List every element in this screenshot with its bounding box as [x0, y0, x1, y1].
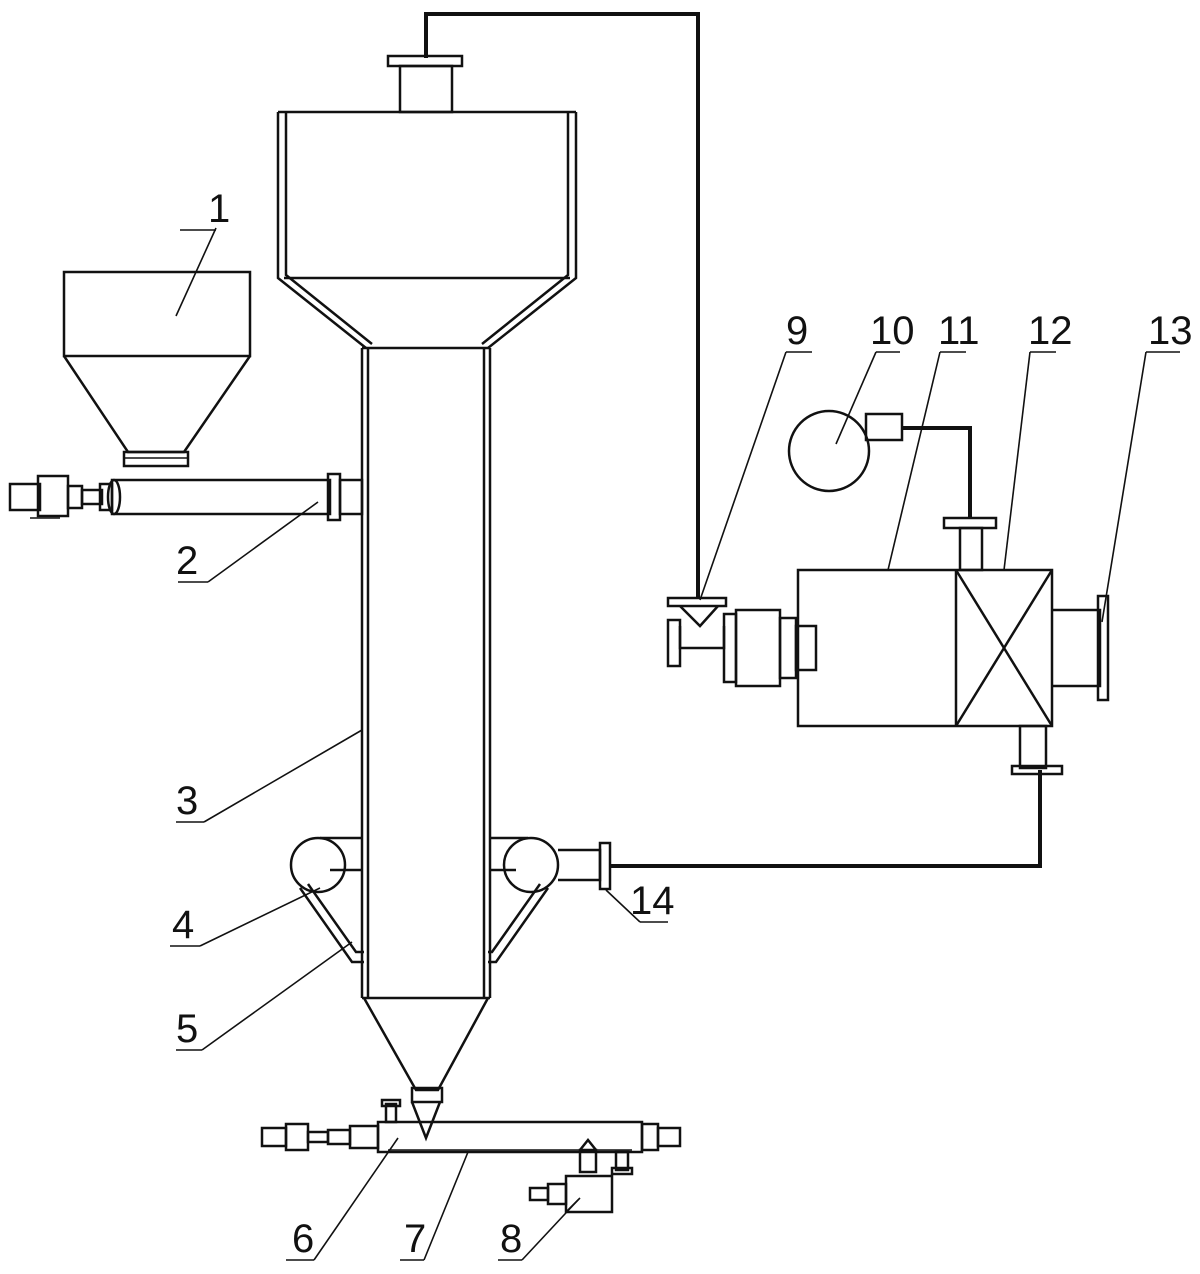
- label-8: 8: [500, 1217, 522, 1261]
- rotary-valve: [666, 596, 818, 688]
- support-braces: [298, 883, 550, 964]
- top-gas-duct: [386, 12, 700, 598]
- discharge-screw-conveyor: [260, 1098, 682, 1214]
- label-2: 2: [176, 539, 198, 583]
- gas-distributor-ring: [289, 770, 1042, 894]
- label-3: 3: [176, 779, 198, 823]
- label-7: 7: [404, 1217, 426, 1261]
- label-12: 12: [1028, 309, 1073, 353]
- label-9: 9: [786, 309, 808, 353]
- label-4: 4: [172, 903, 194, 947]
- label-10: 10: [870, 309, 915, 353]
- label-13: 13: [1148, 309, 1193, 353]
- label-5: 5: [176, 1007, 198, 1051]
- label-1: 1: [208, 187, 230, 231]
- heater-box: [796, 516, 1110, 776]
- blower-fan: [787, 409, 972, 518]
- label-6: 6: [292, 1217, 314, 1261]
- screw-feeder-inlet: [8, 472, 364, 522]
- label-11: 11: [938, 309, 980, 353]
- column-body: [276, 110, 578, 1104]
- part-labels: 1 2 3 4 5 6 7 8 9 10 11 12 13 14: [172, 187, 1193, 1261]
- feed-hopper: [62, 270, 252, 468]
- label-14: 14: [630, 879, 675, 923]
- leader-lines: [170, 227, 1180, 1261]
